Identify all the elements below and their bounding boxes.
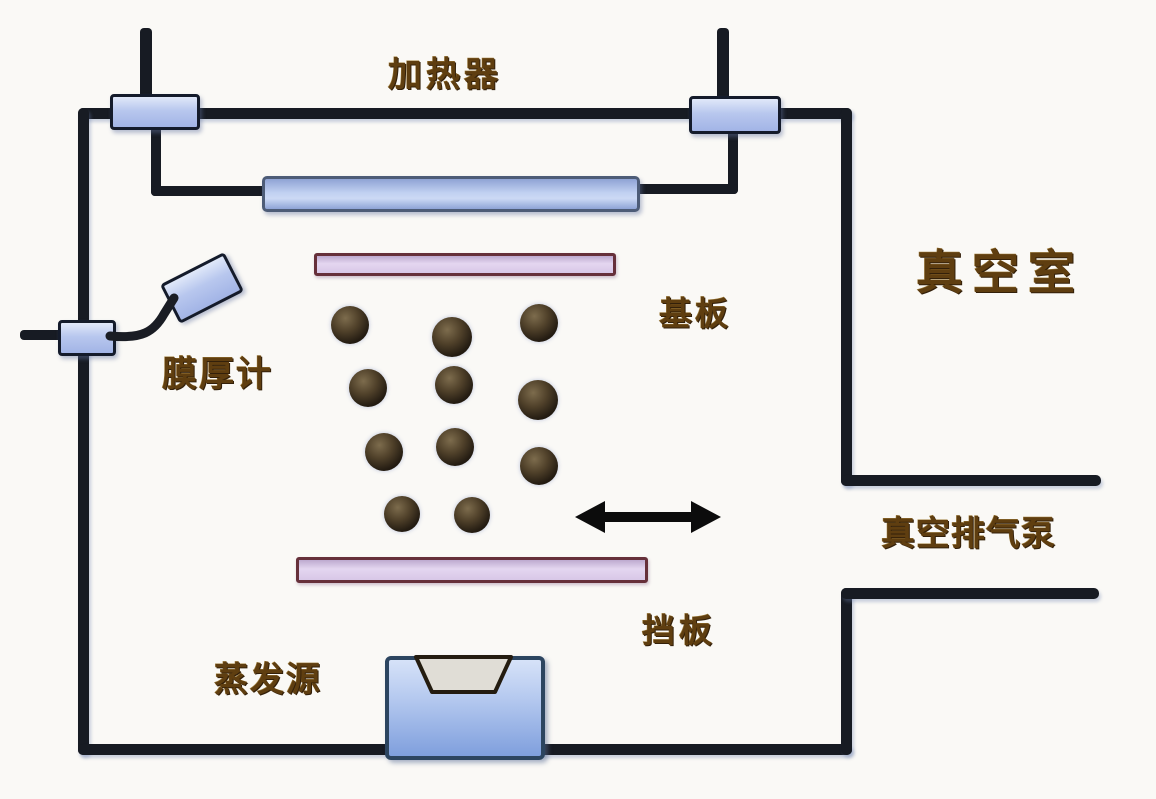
feedthrough-left [110,94,200,130]
vacuum-chamber-label: 真空室 [916,246,1084,301]
shutter-motion-arrow-icon [575,501,721,533]
exhaust-duct-top [841,475,1101,486]
vapor-particle [520,304,558,342]
substrate-label: 基板 [659,294,731,333]
shutter-label: 挡板 [642,611,716,650]
substrate-plate [314,253,616,276]
vapor-particle [432,317,472,357]
evaporation-source-box [385,656,545,760]
heater-element [262,176,640,212]
heater-lead-left-vertical [151,126,161,196]
vapor-particle [436,428,474,466]
chamber-wall-right-lower [841,588,852,755]
shutter-plate [296,557,648,583]
gauge-port-stub [20,330,66,340]
chamber-wall-top [78,108,852,119]
heater-electrode-right [717,28,729,100]
exhaust-duct-bottom [841,588,1099,599]
chamber-wall-right-upper [841,108,852,486]
chamber-wall-left [78,108,89,755]
heater-lead-right-horizontal [632,184,738,194]
heater-lead-left-horizontal [151,186,269,196]
vapor-particle [349,369,387,407]
vapor-particle [518,380,558,420]
film-thickness-gauge-label: 膜厚计 [162,355,274,395]
vapor-particle [520,447,558,485]
evaporation-source-label: 蒸发源 [214,660,322,700]
vapor-particle [435,366,473,404]
vapor-particle [365,433,403,471]
crucible-icon [414,655,513,694]
heater-label: 加热器 [388,55,502,95]
vapor-particle [454,497,490,533]
heater-lead-right-vertical [728,130,738,194]
sensor-wire [105,293,179,342]
heater-electrode-left [140,28,152,100]
vapor-particle [331,306,369,344]
feedthrough-right [689,96,781,134]
vacuum-pump-label: 真空排气泵 [881,514,1056,554]
vapor-particle [384,496,420,532]
